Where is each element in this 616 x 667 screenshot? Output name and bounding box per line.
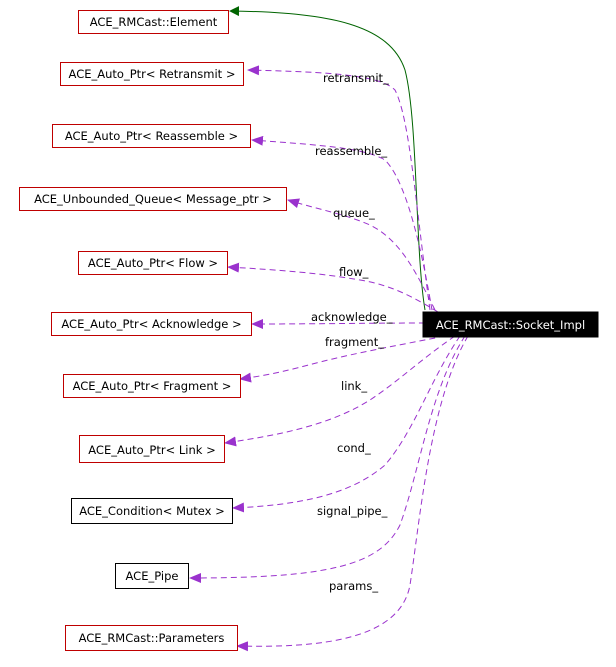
edge-fragment [239, 335, 446, 383]
edge-flow [227, 262, 439, 313]
edge-inheritance-element [229, 6, 426, 311]
edge-labels: retransmit_ reassemble_ queue_ flow_ ack… [311, 71, 393, 593]
node-label: ACE_Condition< Mutex > [79, 504, 225, 518]
node-fragment[interactable]: ACE_Auto_Ptr< Fragment > [63, 374, 241, 398]
edge-link [224, 335, 456, 447]
edge-label-link: link_ [341, 379, 367, 393]
edge-params [236, 335, 469, 652]
node-retransmit[interactable]: ACE_Auto_Ptr< Retransmit > [60, 62, 244, 86]
edge-label-fragment: fragment_ [325, 335, 384, 349]
edge-label-acknowledge: acknowledge_ [311, 310, 393, 324]
node-label: ACE_RMCast::Parameters [79, 631, 225, 645]
node-flow[interactable]: ACE_Auto_Ptr< Flow > [78, 251, 228, 275]
node-socket-impl[interactable]: ACE_RMCast::Socket_Impl [422, 311, 599, 338]
node-reassemble[interactable]: ACE_Auto_Ptr< Reassemble > [52, 124, 251, 148]
edge-label-reassemble: reassemble_ [315, 144, 387, 158]
edge-label-params: params_ [329, 579, 378, 593]
node-label: ACE_Auto_Ptr< Flow > [88, 256, 218, 270]
node-label: ACE_Auto_Ptr< Link > [88, 443, 215, 457]
edge-queue [287, 198, 436, 311]
edge-cond [232, 335, 461, 513]
node-label: ACE_Pipe [126, 569, 179, 583]
edge-label-cond: cond_ [337, 441, 371, 455]
node-label: ACE_Auto_Ptr< Retransmit > [69, 67, 236, 81]
node-condition[interactable]: ACE_Condition< Mutex > [71, 498, 233, 524]
edge-label-signal-pipe: signal_pipe_ [317, 504, 388, 518]
target-label: ACE_RMCast::Socket_Impl [436, 318, 585, 332]
node-link[interactable]: ACE_Auto_Ptr< Link > [79, 435, 225, 463]
edge-signal-pipe [189, 335, 466, 583]
node-parameters[interactable]: ACE_RMCast::Parameters [65, 625, 238, 651]
node-label: ACE_Auto_Ptr< Acknowledge > [61, 317, 241, 331]
edge-label-retransmit: retransmit_ [323, 71, 389, 85]
node-label: ACE_RMCast::Element [90, 15, 218, 29]
node-element[interactable]: ACE_RMCast::Element [78, 10, 229, 34]
edge-acknowledge [251, 318, 426, 329]
node-label: ACE_Auto_Ptr< Fragment > [73, 379, 232, 393]
node-pipe[interactable]: ACE_Pipe [115, 563, 189, 589]
node-acknowledge[interactable]: ACE_Auto_Ptr< Acknowledge > [51, 312, 252, 336]
edge-retransmit [247, 65, 431, 311]
edge-reassemble [251, 135, 433, 311]
edge-label-queue: queue_ [333, 206, 375, 220]
edges [189, 6, 469, 652]
node-label: ACE_Unbounded_Queue< Message_ptr > [34, 192, 272, 206]
node-label: ACE_Auto_Ptr< Reassemble > [65, 129, 238, 143]
edge-label-flow: flow_ [339, 265, 369, 279]
node-queue[interactable]: ACE_Unbounded_Queue< Message_ptr > [19, 187, 287, 211]
